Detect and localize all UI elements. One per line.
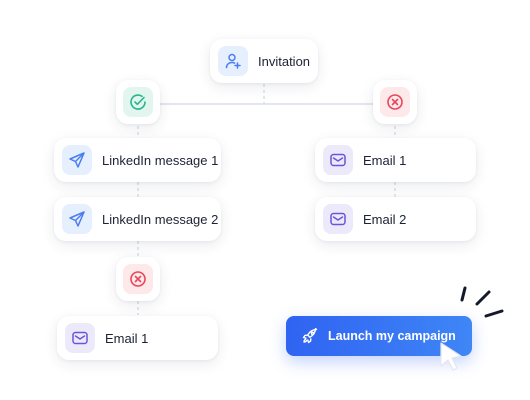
- envelope-icon: [323, 204, 353, 234]
- email-1-left-node: Email 1: [57, 316, 218, 360]
- email-1-left-label: Email 1: [105, 330, 149, 346]
- rocket-icon: [302, 328, 318, 344]
- email-2-right-node: Email 2: [315, 197, 476, 241]
- rejected-status-left: [116, 257, 160, 301]
- invitation-label: Invitation: [258, 53, 311, 69]
- add-user-icon: [218, 46, 248, 76]
- linkedin-message-1-node: LinkedIn message 1: [54, 138, 221, 182]
- envelope-icon: [323, 145, 353, 175]
- email-1-right-node: Email 1: [315, 138, 476, 182]
- email-2-right-label: Email 2: [363, 211, 407, 227]
- envelope-icon: [65, 323, 95, 353]
- x-circle-icon: [387, 94, 403, 110]
- x-circle-icon: [130, 271, 146, 287]
- launch-campaign-label: Launch my campaign: [328, 329, 456, 343]
- invitation-node: Invitation: [210, 39, 318, 83]
- pointer-cursor-icon: [440, 342, 462, 371]
- linkedin-message-1-label: LinkedIn message 1: [102, 152, 219, 168]
- email-1-right-label: Email 1: [363, 152, 407, 168]
- linkedin-message-2-label: LinkedIn message 2: [102, 211, 219, 227]
- rejected-status-right: [373, 80, 417, 124]
- send-icon: [62, 204, 92, 234]
- linkedin-message-2-node: LinkedIn message 2: [54, 197, 221, 241]
- send-icon: [62, 145, 92, 175]
- check-circle-icon: [130, 94, 146, 110]
- accepted-status: [116, 80, 160, 124]
- click-sparks-icon: [460, 286, 504, 318]
